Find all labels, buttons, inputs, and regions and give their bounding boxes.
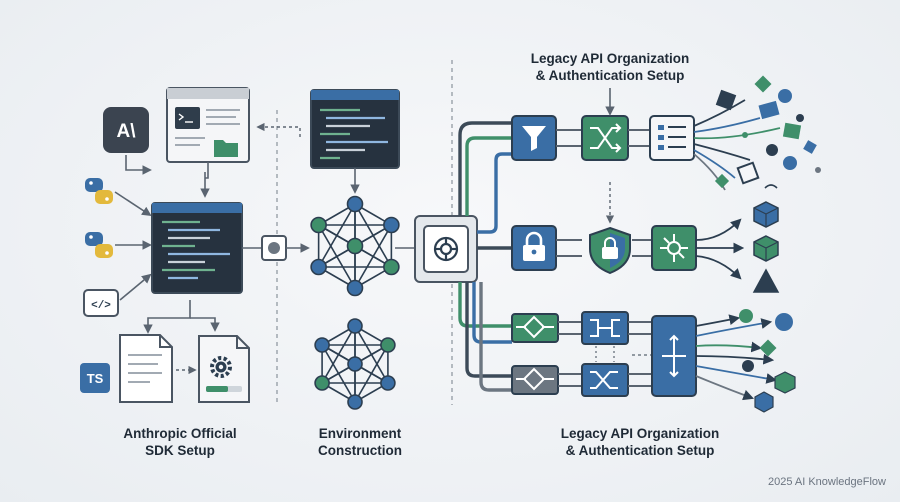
network-node-icon <box>651 225 697 271</box>
terminal-window <box>310 89 400 169</box>
connector-node <box>261 235 287 261</box>
network-node <box>347 318 363 334</box>
network-node <box>347 394 363 410</box>
chip-hub-icon <box>414 215 478 283</box>
network-node <box>314 337 330 353</box>
svg-text:</>: </> <box>91 300 111 312</box>
svg-text:A\: A\ <box>117 121 137 142</box>
legacy-bottom-line1: Legacy API Organization <box>560 426 720 441</box>
network-node <box>310 216 327 234</box>
config-document <box>198 335 250 403</box>
network-node <box>347 356 363 372</box>
code-editor-window <box>151 202 243 294</box>
network-node <box>314 375 330 391</box>
code-brackets-icon: </> <box>83 289 119 317</box>
sdk-label-line2: SDK Setup <box>145 443 215 458</box>
legacy-bottom-label: Legacy API Organization & Authentication… <box>530 425 750 459</box>
folder-icon <box>214 140 238 157</box>
typescript-icon: TS <box>80 363 110 393</box>
watermark: 2025 AI KnowledgeFlow <box>767 476 886 488</box>
network-node <box>380 337 396 353</box>
network-node <box>310 258 327 276</box>
shield-icon <box>589 226 631 275</box>
neural-network-icon <box>310 195 400 297</box>
legacy-top-line1: Legacy API Organization <box>530 51 690 66</box>
lock-icon <box>511 225 557 271</box>
network-node <box>383 258 400 276</box>
router-block <box>651 315 697 397</box>
cube-icon <box>753 201 779 228</box>
funnel-icon <box>511 115 557 161</box>
network-node <box>346 195 364 213</box>
network-node <box>383 216 400 234</box>
connector-block <box>511 313 559 343</box>
python-icon <box>85 178 113 204</box>
legacy-bottom-line2: & Authentication Setup <box>565 443 715 458</box>
network-node <box>380 375 396 391</box>
pyramid-icon <box>752 268 780 293</box>
terminal-icon <box>175 107 200 129</box>
env-label-line2: Construction <box>318 443 402 458</box>
python-icon <box>85 232 113 258</box>
list-icon <box>649 115 695 161</box>
anthropic-logo-icon: A\ <box>103 107 149 153</box>
cube-icon <box>753 235 779 262</box>
sdk-section-label: Anthropic Official SDK Setup <box>100 425 260 459</box>
svg-text:TS: TS <box>87 371 104 386</box>
env-section-label: Environment Construction <box>285 425 435 459</box>
network-node <box>346 237 364 255</box>
sdk-label-line1: Anthropic Official <box>123 426 237 441</box>
output-shapes <box>739 309 796 413</box>
bracket-switch-icon <box>581 311 629 345</box>
document-icon <box>119 334 173 403</box>
gear-icon <box>210 356 232 378</box>
legacy-top-label: Legacy API Organization & Authentication… <box>505 50 715 84</box>
shuffle-icon <box>581 115 629 161</box>
scattered-data-icons <box>714 75 821 189</box>
connector-block <box>511 365 559 395</box>
env-label-line1: Environment <box>318 426 402 441</box>
legacy-top-line2: & Authentication Setup <box>535 68 685 83</box>
shuffle-icon <box>581 363 629 397</box>
browser-window <box>166 87 250 163</box>
neural-network-icon <box>314 318 396 410</box>
network-node <box>346 279 364 297</box>
